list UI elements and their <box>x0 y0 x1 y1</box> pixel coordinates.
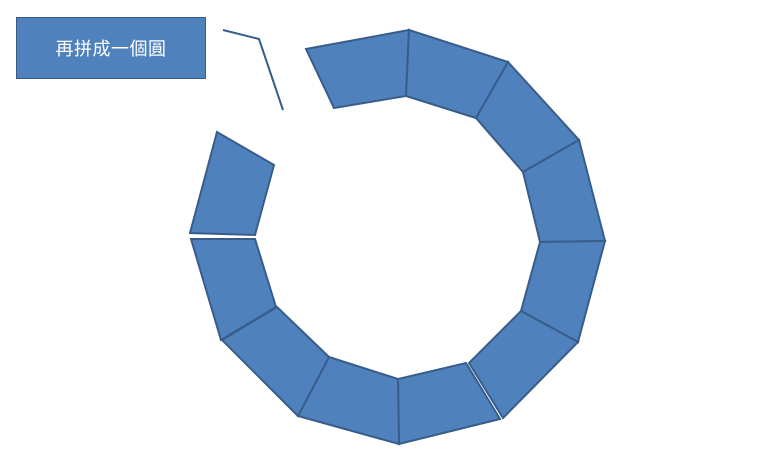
ring-segments <box>188 28 607 446</box>
ring-segment-left <box>189 238 278 342</box>
ring-segment-bottom-right <box>467 309 580 420</box>
callout-box: 再拼成一個圓 <box>16 17 206 79</box>
ring-segment-upper-left <box>188 130 276 237</box>
callout-connector-line <box>222 29 284 111</box>
callout-text: 再拼成一個圓 <box>55 39 167 60</box>
ring-segment-top-left <box>304 28 411 110</box>
